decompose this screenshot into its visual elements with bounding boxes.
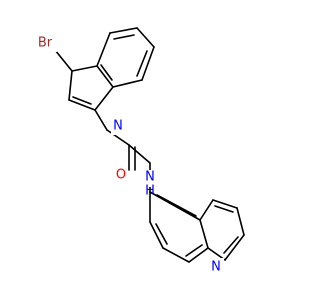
bond [149, 191, 201, 221]
bond-double-inner [100, 64, 113, 81]
bond [199, 219, 209, 249]
atom-oxygen-label: O [116, 168, 126, 183]
bond-double-inner [185, 244, 203, 257]
bond [68, 70, 73, 101]
bond [71, 65, 98, 72]
bond [236, 207, 245, 236]
bond-double-inner [155, 223, 168, 245]
bond [136, 27, 155, 48]
bond [199, 199, 214, 221]
molecule-canvas: Br N O N H N [37, 27, 245, 275]
bond-double-inner [156, 194, 197, 217]
indole-benzene-ring [96, 27, 155, 88]
bond [149, 221, 164, 249]
atom-amide-hydrogen-label: H [145, 184, 155, 199]
atom-indole-nitrogen-label: N [113, 119, 123, 134]
atom-bromine-label: Br [38, 36, 53, 51]
atom-quinoline-nitrogen-label: N [211, 260, 221, 275]
bond [112, 79, 143, 88]
quinoline-pyridine-ring [199, 199, 245, 261]
bond [94, 86, 114, 111]
bond-double-inner [223, 236, 239, 254]
molecule-structure: Br N O N H N [37, 27, 245, 275]
bond [96, 32, 111, 67]
bond [54, 49, 73, 72]
indole-pyrrole-ring [68, 65, 114, 111]
bond [96, 65, 114, 88]
bond [162, 247, 190, 263]
bond-double-inner [136, 50, 148, 77]
bond [128, 144, 151, 164]
bond-double-inner [214, 205, 234, 213]
bond [141, 46, 155, 81]
bond [224, 234, 245, 261]
quinoline-benzene-ring [149, 191, 209, 263]
bond-double-inner [113, 34, 135, 40]
bond [94, 109, 108, 131]
atom-amide-nitrogen-label: N [145, 170, 155, 185]
bond [188, 247, 209, 263]
bond [212, 199, 238, 209]
bond [106, 129, 130, 146]
bond [68, 99, 96, 111]
bond-double-inner [72, 96, 92, 105]
bond [109, 27, 138, 34]
